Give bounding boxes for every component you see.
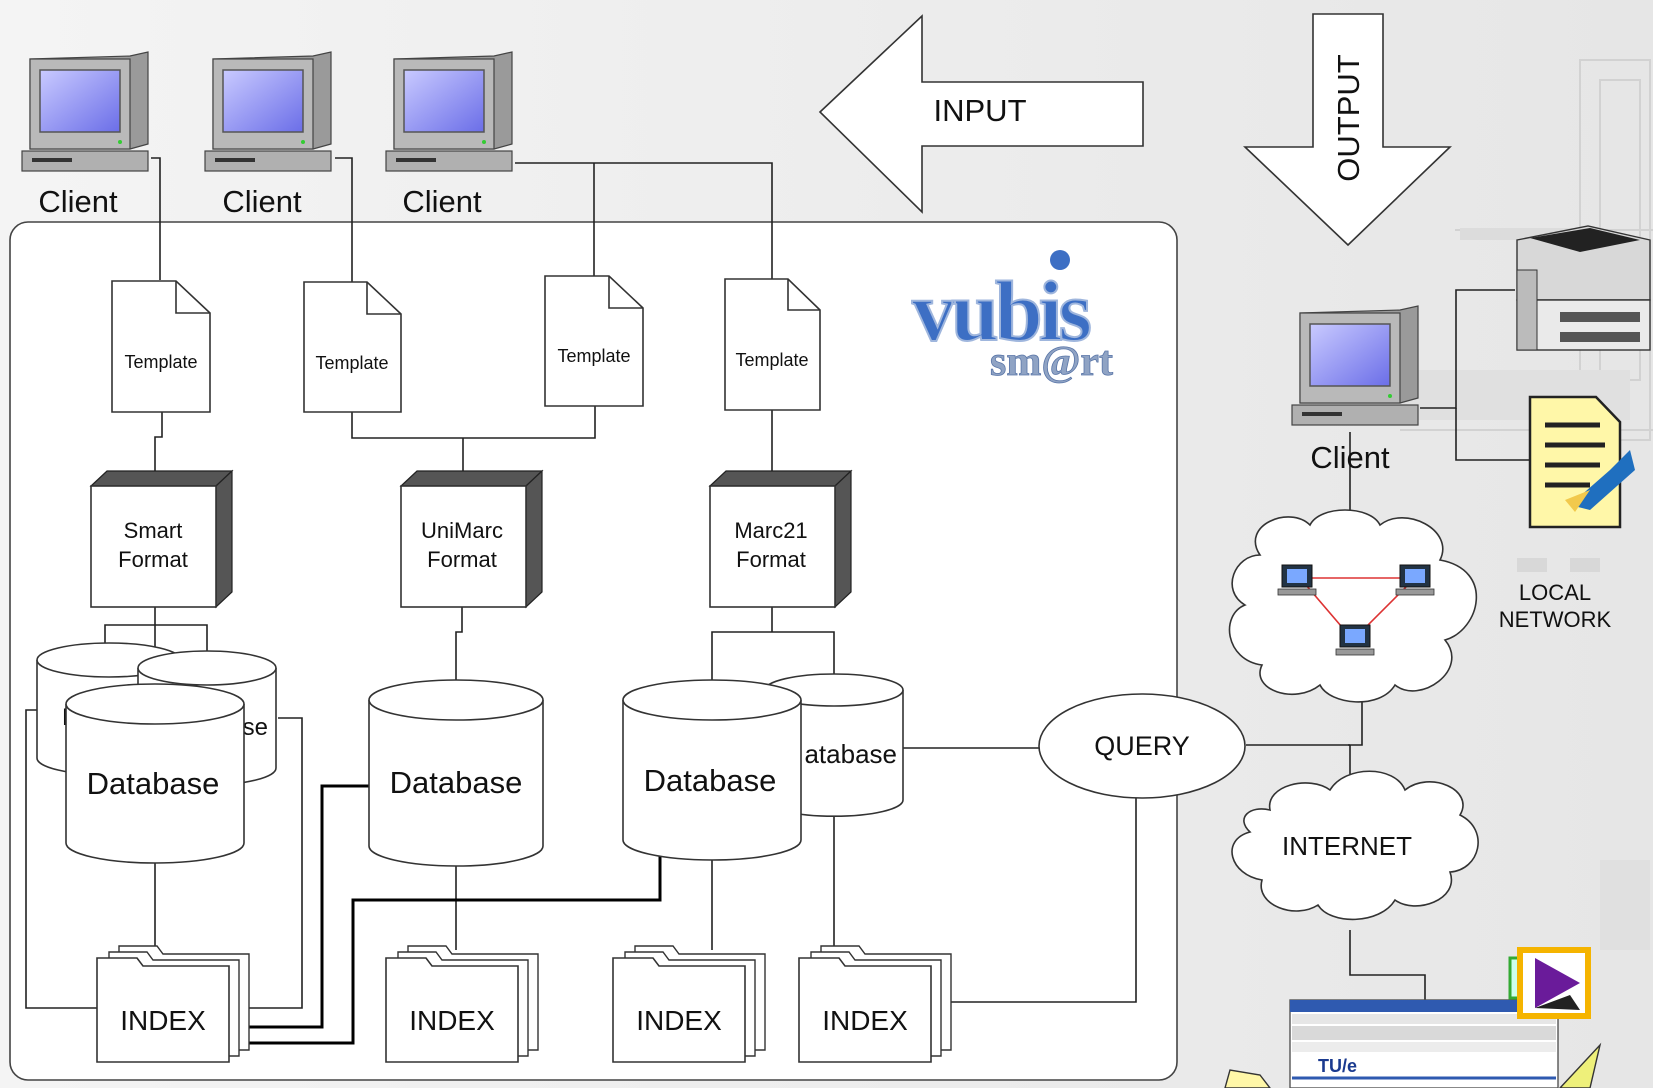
index-label-2: INDEX bbox=[409, 1005, 495, 1036]
internet-label: INTERNET bbox=[1282, 831, 1412, 861]
local-network-label-1: LOCAL bbox=[1519, 580, 1591, 605]
browser-logo: TU/e bbox=[1318, 1056, 1357, 1076]
database-main-3: Database bbox=[622, 679, 802, 861]
browser-window-thumbnail: TU/e bbox=[1289, 999, 1559, 1088]
internet-cloud: INTERNET bbox=[1231, 770, 1479, 921]
template-doc-1: Template bbox=[111, 280, 211, 413]
template-label-4: Template bbox=[735, 350, 808, 370]
client-computer-2 bbox=[204, 51, 332, 172]
format-box-smart: Smart Format bbox=[89, 469, 234, 609]
query-label: QUERY bbox=[1094, 731, 1190, 761]
output-arrow: OUTPUT bbox=[1242, 13, 1452, 247]
client-label-1: Client bbox=[38, 184, 118, 219]
query-node: QUERY bbox=[1038, 693, 1246, 799]
index-label-4: INDEX bbox=[822, 1005, 908, 1036]
smart-logo-word: sm@rt bbox=[990, 339, 1113, 385]
format-label-marc21-1: Marc21 bbox=[734, 518, 807, 543]
format-label-unimarc-2: Format bbox=[427, 547, 497, 572]
index-label-3: INDEX bbox=[636, 1005, 722, 1036]
database-main-1: Database bbox=[65, 683, 245, 864]
template-label-3: Template bbox=[557, 346, 630, 366]
index-folder-1: INDEX bbox=[96, 945, 250, 1063]
vubis-smart-logo: vubis sm@rt bbox=[911, 250, 1113, 385]
local-network-label-2: NETWORK bbox=[1499, 607, 1612, 632]
index-label-1: INDEX bbox=[120, 1005, 206, 1036]
output-label: OUTPUT bbox=[1331, 54, 1366, 182]
client-label-2: Client bbox=[222, 184, 302, 219]
index-folder-3: INDEX bbox=[612, 945, 766, 1063]
client-computer-3 bbox=[385, 51, 513, 172]
template-label-2: Template bbox=[315, 353, 388, 373]
database-main-2: Database bbox=[368, 679, 544, 867]
local-network-cloud bbox=[1228, 509, 1478, 703]
client-label-right: Client bbox=[1310, 440, 1390, 475]
format-label-unimarc-1: UniMarc bbox=[421, 518, 503, 543]
format-box-marc21: Marc21 Format bbox=[708, 469, 853, 609]
template-doc-4: Template bbox=[724, 278, 821, 411]
vubis-logo-word: vubis bbox=[912, 263, 1091, 359]
printer-icon bbox=[1516, 225, 1651, 351]
database-back-b-label: se bbox=[243, 714, 268, 741]
client-computer-right bbox=[1291, 305, 1419, 426]
template-doc-3: Template bbox=[544, 275, 644, 407]
decorative-shapes-bottom bbox=[1224, 1042, 1602, 1088]
network-pc-3 bbox=[1335, 624, 1375, 656]
network-pc-2 bbox=[1395, 564, 1435, 596]
client-label-3: Client bbox=[402, 184, 482, 219]
input-label: INPUT bbox=[934, 93, 1027, 128]
client-computer-1 bbox=[21, 51, 149, 172]
format-box-unimarc: UniMarc Format bbox=[399, 469, 544, 609]
template-doc-2: Template bbox=[303, 281, 402, 413]
format-label-marc21-2: Format bbox=[736, 547, 806, 572]
format-label-smart-2: Format bbox=[118, 547, 188, 572]
document-icon bbox=[1528, 395, 1635, 529]
index-folder-2: INDEX bbox=[385, 945, 539, 1063]
template-label-1: Template bbox=[124, 352, 197, 372]
network-pc-1 bbox=[1277, 564, 1317, 596]
database-back-4-label: atabase bbox=[804, 739, 897, 769]
input-arrow: INPUT bbox=[818, 14, 1144, 214]
bold-connection-lines bbox=[242, 784, 662, 1045]
database-main-1-label: Database bbox=[87, 766, 220, 801]
media-play-icon bbox=[1508, 947, 1591, 1019]
database-main-2-label: Database bbox=[390, 765, 523, 800]
index-folder-4: INDEX bbox=[798, 945, 952, 1063]
database-main-3-label: Database bbox=[644, 763, 777, 798]
format-label-smart-1: Smart bbox=[124, 518, 183, 543]
